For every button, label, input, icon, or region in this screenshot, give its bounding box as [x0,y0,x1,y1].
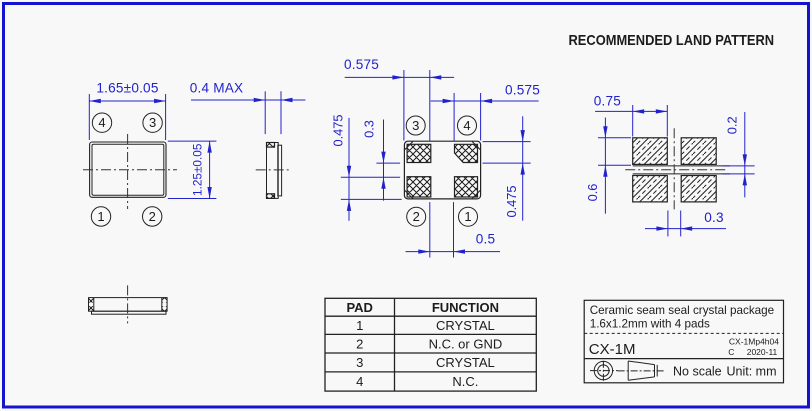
svg-text:0.575: 0.575 [344,57,379,72]
svg-text:2: 2 [413,209,420,224]
svg-text:4: 4 [356,374,363,389]
svg-text:0.4 MAX: 0.4 MAX [190,81,244,96]
svg-text:1: 1 [97,209,104,224]
svg-text:RECOMMENDED LAND PATTERN: RECOMMENDED LAND PATTERN [569,31,775,48]
svg-text:3: 3 [356,355,363,370]
svg-text:No scale: No scale [673,365,722,379]
svg-text:2: 2 [149,209,156,224]
svg-text:PAD: PAD [346,300,372,315]
svg-text:Ceramic seam seal crystal pack: Ceramic seam seal crystal package [590,304,774,317]
svg-text:1: 1 [356,318,363,333]
svg-text:Unit: mm: Unit: mm [727,365,777,379]
svg-text:CX-1Mp4h04: CX-1Mp4h04 [729,337,779,347]
svg-text:0.475: 0.475 [331,114,346,146]
svg-text:CRYSTAL: CRYSTAL [436,355,495,370]
svg-text:C: C [728,347,734,357]
svg-text:4: 4 [98,115,105,130]
svg-text:0.3: 0.3 [361,120,376,138]
svg-text:0.475: 0.475 [504,185,519,217]
svg-text:N.C. or GND: N.C. or GND [429,337,503,352]
svg-text:1.6x1.2mm with 4 pads: 1.6x1.2mm with 4 pads [590,318,710,331]
svg-text:CRYSTAL: CRYSTAL [436,318,495,333]
svg-text:0.3: 0.3 [704,210,724,225]
svg-text:2020-11: 2020-11 [747,347,778,357]
svg-text:N.C.: N.C. [452,374,478,389]
svg-text:1.65±0.05: 1.65±0.05 [96,81,158,96]
svg-text:4: 4 [463,118,470,133]
svg-text:0.5: 0.5 [476,232,496,247]
svg-text:0.2: 0.2 [725,116,740,134]
svg-text:1: 1 [464,209,471,224]
svg-text:FUNCTION: FUNCTION [432,300,499,315]
svg-text:3: 3 [412,118,419,133]
svg-text:CX-1M: CX-1M [589,341,636,358]
svg-text:1.25±0.05: 1.25±0.05 [191,143,205,196]
svg-text:2: 2 [356,337,363,352]
svg-text:0.6: 0.6 [585,184,600,202]
svg-text:0.575: 0.575 [505,83,540,98]
svg-text:3: 3 [149,115,156,130]
svg-text:0.75: 0.75 [594,94,621,109]
